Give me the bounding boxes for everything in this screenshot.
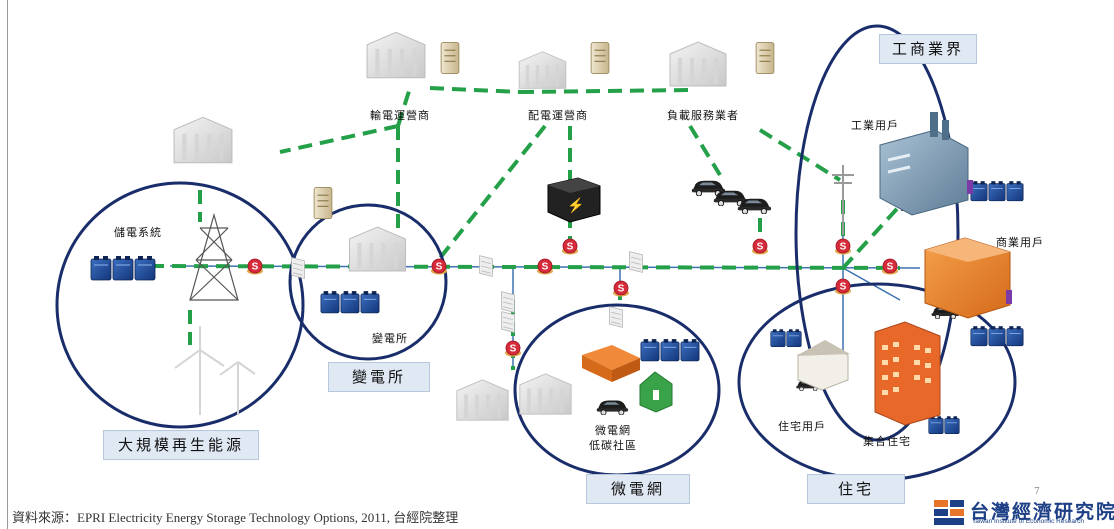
wind-turbines [174,326,256,415]
residential-house [796,340,850,391]
region-tag-renewable: 大規模再生能源 [103,430,259,460]
source-citation: 資料來源：EPRI Electricity Energy Storage Tec… [12,510,459,525]
tier-logo-icon [934,500,964,525]
region-tag-industry-commerce: 工商業界 [879,34,977,64]
label-load-service-provider: 負載服務業者 [667,109,739,122]
label-storage-system: 儲電系統 [114,226,162,239]
label-distribution-operator: 配電運營商 [528,109,588,122]
label-transmission-operator: 輸電運營商 [370,109,430,122]
label-low-carbon-community: 低碳社區 [589,439,637,452]
label-microgrid: 微電網 [595,424,631,437]
apartment-building [874,321,941,426]
label-commercial-user: 商業用戶 [996,236,1044,249]
label-substation: 變電所 [372,332,408,345]
page-number: 7 [1034,487,1040,497]
industrial-plant [879,112,973,216]
region-tag-substation: 變電所 [328,362,430,392]
tier-logo-name-cn: 台灣經濟研究院 [970,501,1114,523]
region-tag-residential: 住宅 [807,474,905,504]
storage-unit-black: ⚡ [547,177,601,223]
tier-logo: 台灣經濟研究院 Taiwan Institute of Economic Res… [932,497,1114,529]
label-residential-user: 住宅用戶 [778,420,826,433]
utility-pole [832,165,854,235]
microgrid-houses [582,345,673,413]
label-apartment-housing: 集合住宅 [863,435,911,448]
commercial-building [924,237,1012,319]
label-industrial-user: 工業用戶 [851,119,899,132]
region-tag-microgrid: 微電網 [586,474,690,504]
transmission-tower [189,212,239,301]
svg-text:⚡: ⚡ [567,197,584,214]
communication-links [149,86,907,370]
tier-logo-name-en: Taiwan Institute of Economic Research [972,518,1084,525]
slide-left-rule [7,0,8,529]
